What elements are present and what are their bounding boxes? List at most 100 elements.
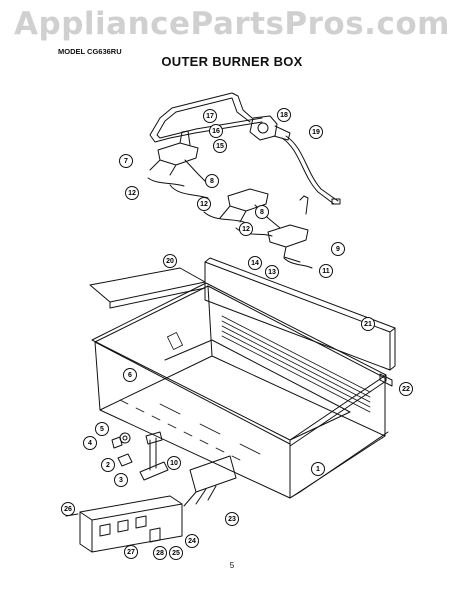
callout-circle <box>265 265 279 279</box>
callout-18: 18 <box>277 108 291 122</box>
callout-circle <box>95 422 109 436</box>
junction-box-assembly <box>65 455 237 553</box>
burner-valve-center <box>219 188 281 229</box>
callout-8: 8 <box>255 205 269 219</box>
callout-24: 24 <box>185 534 199 548</box>
model-label: MODEL CG636RU <box>58 47 122 56</box>
flex-gas-lines <box>147 177 313 269</box>
callout-19: 19 <box>309 125 323 139</box>
callout-6: 6 <box>123 368 137 382</box>
callout-4: 4 <box>83 436 97 450</box>
burner-manifold-tube <box>149 92 263 143</box>
callout-circle <box>255 205 269 219</box>
callout-label: 24 <box>188 538 196 545</box>
callout-circle <box>205 174 219 188</box>
callout-21: 21 <box>361 317 375 331</box>
callout-label: 7 <box>124 158 128 165</box>
callout-12: 12 <box>239 222 253 236</box>
callout-circle <box>225 512 239 526</box>
callout-label: 5 <box>100 426 104 433</box>
callout-label: 9 <box>336 246 340 253</box>
callout-circle <box>169 546 183 560</box>
watermark: AppliancePartsPros.com <box>14 6 450 42</box>
callout-circle <box>185 534 199 548</box>
callout-circle <box>167 456 181 470</box>
side-rail <box>379 373 393 387</box>
callout-9: 9 <box>331 242 345 256</box>
callout-28: 28 <box>153 546 167 560</box>
callout-circle <box>61 502 75 516</box>
gas-inlet-hose <box>281 135 341 205</box>
callout-label: 12 <box>242 226 250 233</box>
callout-circle <box>114 473 128 487</box>
callout-label: 14 <box>251 260 259 267</box>
callout-circle <box>124 545 138 559</box>
callout-26: 26 <box>61 502 75 516</box>
callout-circle <box>125 186 139 200</box>
callout-circle <box>197 197 211 211</box>
callout-label: 28 <box>156 550 164 557</box>
callout-20: 20 <box>163 254 177 268</box>
callout-label: 4 <box>88 440 92 447</box>
callout-label: 12 <box>128 190 136 197</box>
callout-label: 25 <box>172 550 180 557</box>
callout-circle <box>239 222 253 236</box>
callout-circle <box>83 436 97 450</box>
callout-circle <box>361 317 375 331</box>
callout-15: 15 <box>213 139 227 153</box>
callout-11: 11 <box>319 264 333 278</box>
callout-circle <box>209 124 223 138</box>
callout-circle <box>203 109 217 123</box>
callout-12: 12 <box>125 186 139 200</box>
callout-1: 1 <box>311 462 325 476</box>
callout-label: 27 <box>127 549 135 556</box>
callout-circle <box>277 108 291 122</box>
callout-label: 17 <box>206 113 214 120</box>
callout-label: 18 <box>280 112 288 119</box>
rear-vent-slots <box>221 315 371 413</box>
callout-label: 10 <box>170 460 178 467</box>
callout-label: 8 <box>260 209 264 216</box>
callout-label: 12 <box>200 201 208 208</box>
callout-label: 2 <box>106 462 110 469</box>
callout-7: 7 <box>119 154 133 168</box>
callout-25: 25 <box>169 546 183 560</box>
callout-2: 2 <box>101 458 115 472</box>
callout-label: 26 <box>64 506 72 513</box>
callout-circle <box>119 154 133 168</box>
callout-label: 21 <box>364 321 372 328</box>
callout-label: 23 <box>228 516 236 523</box>
front-wall-slots <box>119 332 261 461</box>
callout-circle <box>311 462 325 476</box>
burner-valve-right <box>267 195 309 263</box>
callout-13: 13 <box>265 265 279 279</box>
callout-16: 16 <box>209 124 223 138</box>
callout-circle <box>163 254 177 268</box>
callout-12: 12 <box>197 197 211 211</box>
callout-circle <box>319 264 333 278</box>
callout-circle <box>101 458 115 472</box>
callout-22: 22 <box>399 382 413 396</box>
callout-label: 3 <box>119 477 123 484</box>
callout-circle <box>123 368 137 382</box>
top-panel <box>89 267 206 309</box>
callout-label: 16 <box>212 128 220 135</box>
callout-label: 20 <box>166 258 174 265</box>
page-number: 5 <box>229 561 235 570</box>
callout-5: 5 <box>95 422 109 436</box>
callout-label: 11 <box>322 268 330 275</box>
callout-circle <box>248 256 262 270</box>
burner-valve-left <box>149 130 211 187</box>
callout-3: 3 <box>114 473 128 487</box>
callout-27: 27 <box>124 545 138 559</box>
callout-label: 15 <box>216 143 224 150</box>
callout-circle <box>331 242 345 256</box>
callout-label: 13 <box>268 269 276 276</box>
callout-circle <box>153 546 167 560</box>
callout-23: 23 <box>225 512 239 526</box>
valve-knob-parts <box>111 431 169 481</box>
callout-14: 14 <box>248 256 262 270</box>
callout-circle <box>309 125 323 139</box>
